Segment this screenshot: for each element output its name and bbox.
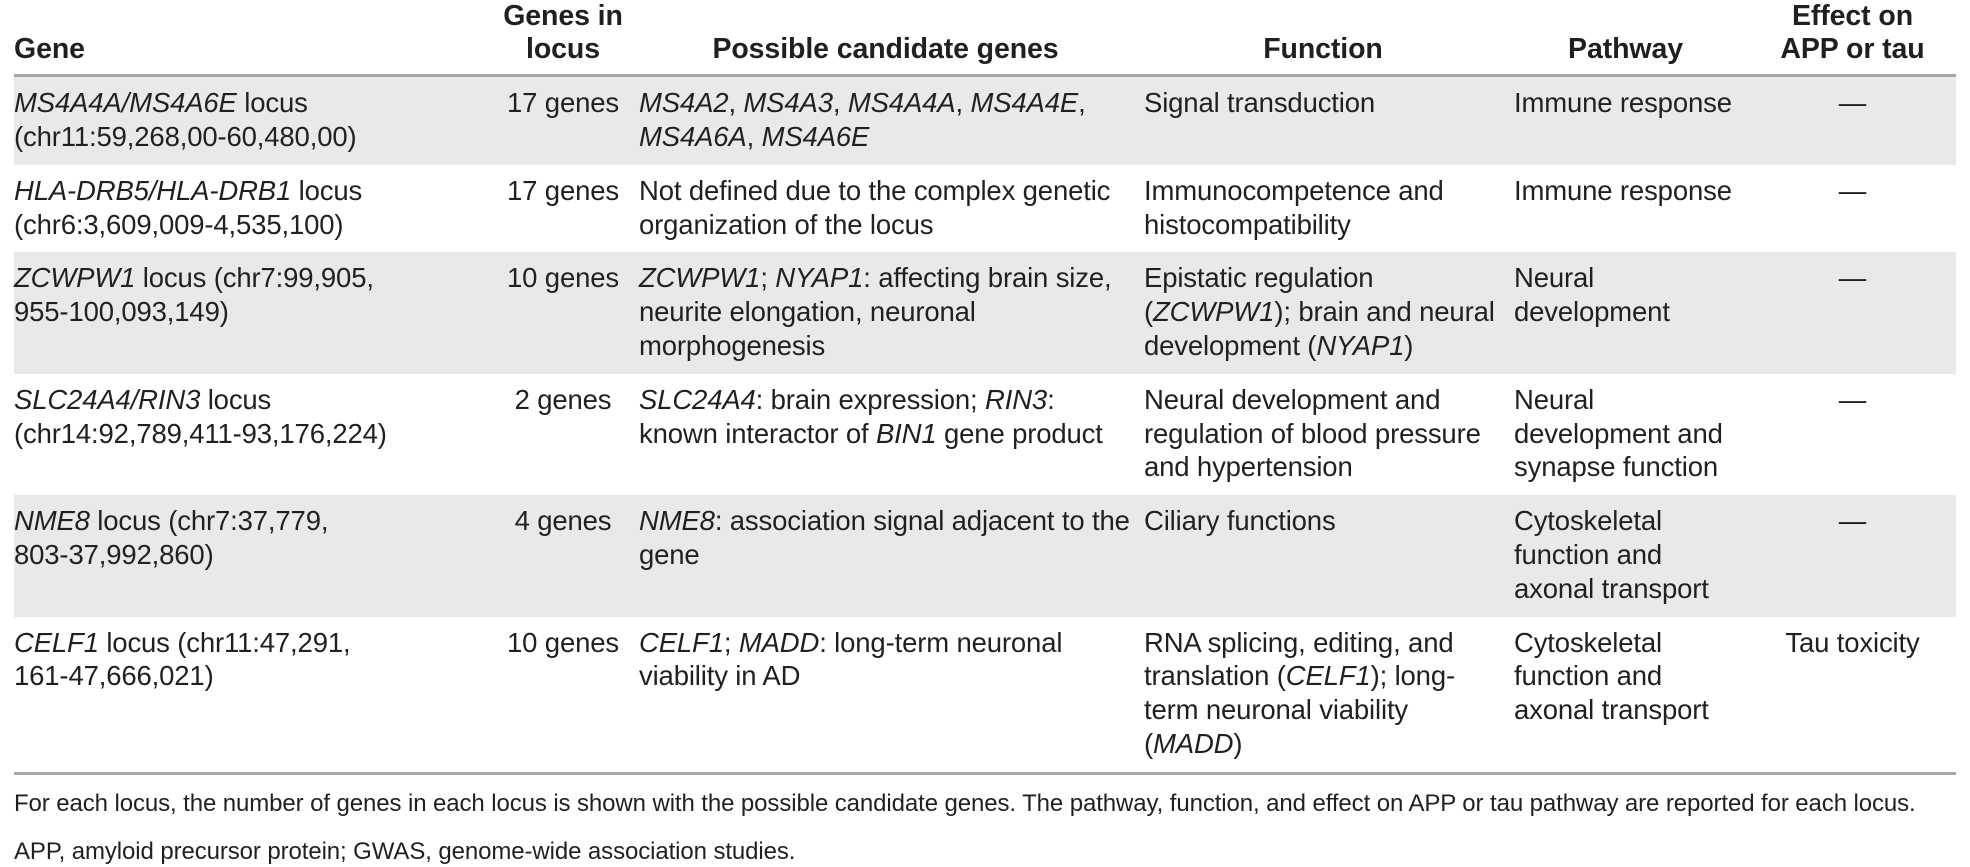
table-sheet: Gene Genes in locus Possible candidate g… xyxy=(14,0,1956,866)
gene-symbol: ZCWPW1 xyxy=(1153,296,1275,328)
cell-effect: — xyxy=(1749,373,1956,496)
table-row: ZCWPW1 locus (chr7:99,905,955-100,093,14… xyxy=(14,252,1956,374)
cell-genes-in-locus: 17 genes xyxy=(499,75,639,165)
column-header-effect-line2: APP or tau xyxy=(1780,33,1925,66)
column-header-genes-in-locus-line2: locus xyxy=(526,33,600,66)
gene-symbol: RIN3 xyxy=(985,383,1048,415)
cell-gene: MS4A4A/MS4A6E locus(chr11:59,268,00-60,4… xyxy=(14,75,499,165)
cell-pathway: Cytoskeletal function and axonal transpo… xyxy=(1514,495,1749,617)
column-header-effect: Effect on APP or tau xyxy=(1749,0,1956,78)
cell-genes-in-locus: 17 genes xyxy=(499,164,639,253)
gene-symbol: CELF1 xyxy=(14,626,99,658)
table-row: SLC24A4/RIN3 locus(chr14:92,789,411-93,1… xyxy=(14,373,1956,496)
cell-pathway: Immune response xyxy=(1514,75,1749,165)
gene-symbol: MS4A6E xyxy=(761,120,870,152)
gene-symbol: SLC24A4/RIN3 xyxy=(14,383,201,415)
gene-symbol: ZCWPW1 xyxy=(639,262,761,294)
cell-function: Immunocompetence and histocompatibility xyxy=(1144,164,1514,253)
gene-coordinates: (chr6:3,609,009-4,535,100) xyxy=(14,208,344,240)
column-header-gene: Gene xyxy=(14,0,499,78)
cell-effect: — xyxy=(1749,164,1956,253)
cell-function: Neural development and regulation of blo… xyxy=(1144,373,1514,496)
table-body: MS4A4A/MS4A6E locus(chr11:59,268,00-60,4… xyxy=(14,75,1956,775)
cell-candidate-genes: CELF1; MADD: long-term neuronal viabilit… xyxy=(639,616,1144,775)
column-header-effect-line1: Effect on xyxy=(1791,0,1914,32)
cell-genes-in-locus: 4 genes xyxy=(499,495,639,617)
column-header-genes-in-locus-line1: Genes in xyxy=(503,0,623,32)
gene-symbol: MS4A4E xyxy=(970,87,1079,119)
gene-symbol: ZCWPW1 xyxy=(14,262,136,294)
cell-pathway: Neural development and synapse function xyxy=(1514,373,1749,496)
gene-symbol: HLA-DRB5/HLA-DRB1 xyxy=(14,174,292,206)
cell-effect: — xyxy=(1749,252,1956,374)
gene-symbol: MS4A3 xyxy=(743,87,833,119)
footnote-abbreviations: APP, amyloid precursor protein; GWAS, ge… xyxy=(14,838,796,866)
gene-symbol: BIN1 xyxy=(875,417,937,449)
gene-symbol: CELF1 xyxy=(639,626,724,658)
table-footnotes: For each locus, the number of genes in e… xyxy=(14,775,1956,867)
cell-pathway: Immune response xyxy=(1514,164,1749,253)
gene-locus-table: Gene Genes in locus Possible candidate g… xyxy=(14,0,1956,775)
cell-effect: Tau toxicity xyxy=(1749,616,1956,775)
cell-function: Epistatic regulation (ZCWPW1); brain and… xyxy=(1144,252,1514,374)
cell-gene: SLC24A4/RIN3 locus(chr14:92,789,411-93,1… xyxy=(14,373,499,496)
gene-symbol: MS4A4A xyxy=(847,87,956,119)
gene-suffix: locus xyxy=(291,174,363,206)
cell-candidate-genes: ZCWPW1; NYAP1: affecting brain size, neu… xyxy=(639,252,1144,374)
cell-candidate-genes: Not defined due to the complex genetic o… xyxy=(639,164,1144,253)
gene-symbol: CELF1 xyxy=(1285,660,1371,692)
table-row: MS4A4A/MS4A6E locus(chr11:59,268,00-60,4… xyxy=(14,75,1956,165)
column-header-function: Function xyxy=(1144,0,1514,78)
gene-suffix: locus (chr11:47,291, xyxy=(98,626,351,658)
gene-suffix: locus (chr7:37,779, xyxy=(89,505,329,537)
column-header-pathway: Pathway xyxy=(1514,0,1749,78)
gene-coordinates: (chr14:92,789,411-93,176,224) xyxy=(14,417,387,449)
cell-gene: CELF1 locus (chr11:47,291,161-47,666,021… xyxy=(14,616,499,775)
cell-gene: HLA-DRB5/HLA-DRB1 locus(chr6:3,609,009-4… xyxy=(14,164,499,253)
cell-function: Signal transduction xyxy=(1144,75,1514,165)
gene-coordinates: 803-37,992,860) xyxy=(14,539,214,571)
gene-symbol: MADD xyxy=(738,626,820,658)
cell-gene: ZCWPW1 locus (chr7:99,905,955-100,093,14… xyxy=(14,252,499,374)
cell-genes-in-locus: 10 genes xyxy=(499,616,639,775)
cell-genes-in-locus: 2 genes xyxy=(499,373,639,496)
cell-pathway: Cytoskeletal function and axonal transpo… xyxy=(1514,616,1749,775)
cell-pathway: Neural development xyxy=(1514,252,1749,374)
gene-coordinates: (chr11:59,268,00-60,480,00) xyxy=(14,120,357,152)
cell-effect: — xyxy=(1749,495,1956,617)
gene-symbol: NME8 xyxy=(14,505,90,537)
cell-function: Ciliary functions xyxy=(1144,495,1514,617)
gene-symbol: MS4A2 xyxy=(639,87,729,119)
gene-symbol: NME8 xyxy=(639,505,715,537)
gene-suffix: locus xyxy=(200,383,272,415)
gene-symbol: NYAP1 xyxy=(1316,329,1405,361)
gene-symbol: MADD xyxy=(1153,728,1234,760)
cell-gene: NME8 locus (chr7:37,779,803-37,992,860) xyxy=(14,495,499,617)
gene-coordinates: 955-100,093,149) xyxy=(14,296,229,328)
cell-genes-in-locus: 10 genes xyxy=(499,252,639,374)
column-header-candidate-genes: Possible candidate genes xyxy=(639,0,1144,78)
table-row: CELF1 locus (chr11:47,291,161-47,666,021… xyxy=(14,616,1956,775)
cell-effect: — xyxy=(1749,75,1956,165)
cell-function: RNA splicing, editing, and translation (… xyxy=(1144,616,1514,775)
gene-symbol: SLC24A4 xyxy=(639,383,756,415)
cell-candidate-genes: MS4A2, MS4A3, MS4A4A, MS4A4E, MS4A6A, MS… xyxy=(639,75,1144,165)
table-header-row: Gene Genes in locus Possible candidate g… xyxy=(14,0,1956,78)
cell-candidate-genes: NME8: association signal adjacent to the… xyxy=(639,495,1144,617)
table-row: NME8 locus (chr7:37,779,803-37,992,860)4… xyxy=(14,495,1956,617)
table-header: Gene Genes in locus Possible candidate g… xyxy=(14,0,1956,78)
column-header-genes-in-locus: Genes in locus xyxy=(499,0,639,78)
footnote-description: For each locus, the number of genes in e… xyxy=(14,789,1916,817)
gene-suffix: locus xyxy=(236,87,308,119)
gene-symbol: NYAP1 xyxy=(775,262,864,294)
table-row: HLA-DRB5/HLA-DRB1 locus(chr6:3,609,009-4… xyxy=(14,164,1956,253)
gene-symbol: MS4A6A xyxy=(639,120,747,152)
gene-coordinates: 161-47,666,021) xyxy=(14,660,214,692)
gene-suffix: locus (chr7:99,905, xyxy=(135,262,374,294)
gene-symbol: MS4A4A/MS4A6E xyxy=(14,87,237,119)
cell-candidate-genes: SLC24A4: brain expression; RIN3: known i… xyxy=(639,373,1144,496)
